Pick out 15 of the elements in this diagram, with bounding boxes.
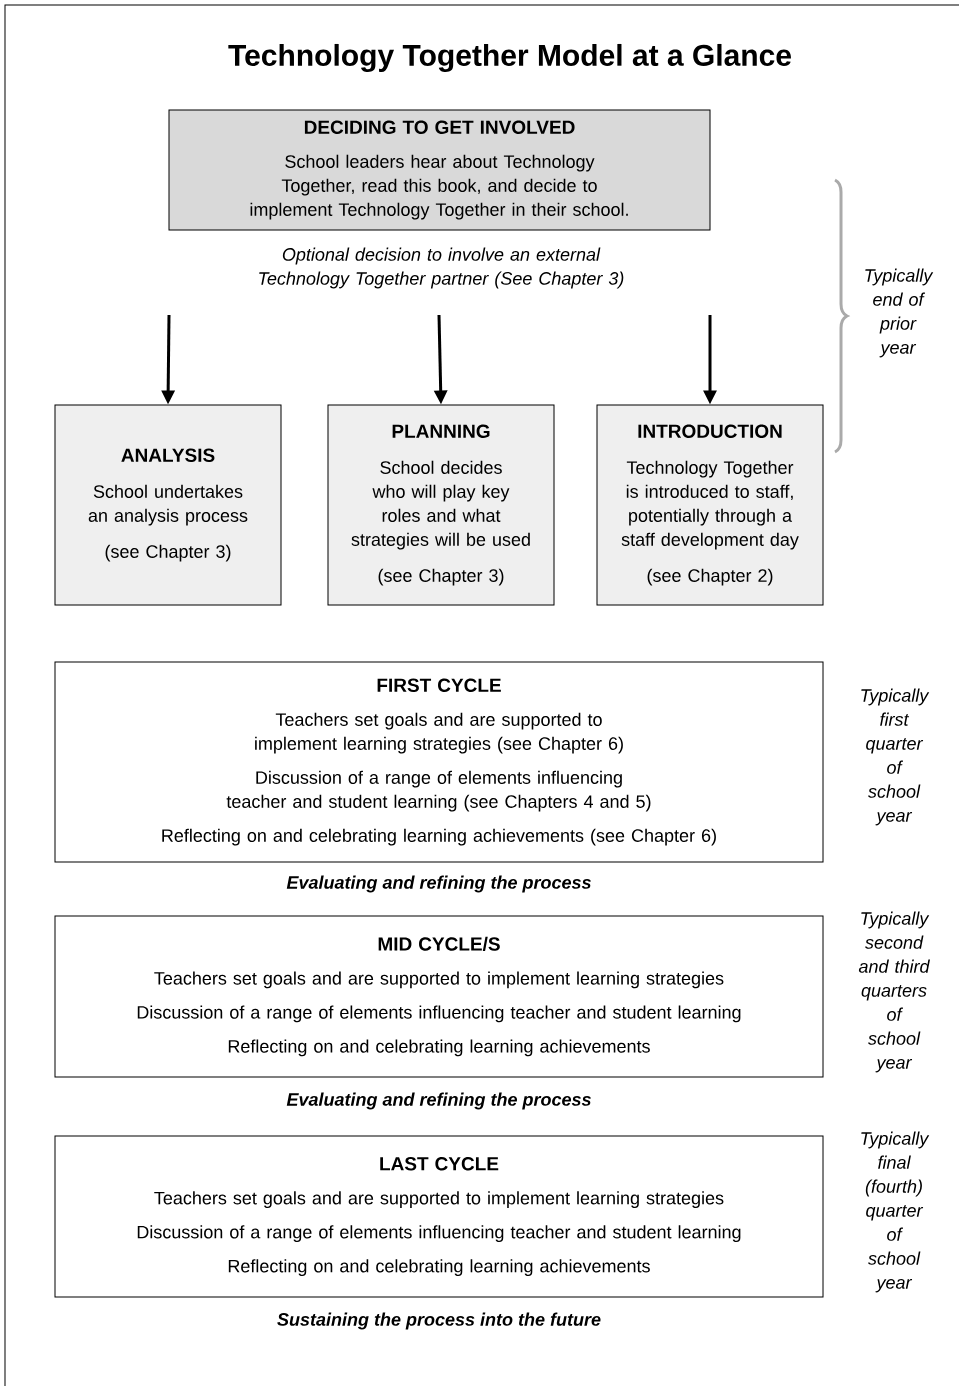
stage-note: Evaluating and refining the process [286,1092,591,1110]
process-box: INTRODUCTION Technology Together is introduced to staff, potentially through a staff development day (see Chapter 2) [596,404,824,606]
timing-note: Typically second and third quarters of school year [858,911,930,1073]
process-box: PLANNING School decides who will play key roles and what strategies will be used (see Chapter 3) [327,404,555,606]
process-box: LAST CYCLE Teachers set goals and are supported to implement learning strategies Discussion of a range of elements influencing teacher and student learning Reflecting on and celebrating learning achievements [54,1135,824,1298]
process-box: DECIDING TO GET INVOLVED School leaders hear about Technology Together, read this book, and decide to implement Technology Together in their school. [168,109,711,231]
process-box: MID CYCLE/S Teachers set goals and are supported to implement learning strategies Discussion of a range of elements influencing teacher and student learning Reflecting on and celebrating learning achievements [54,915,824,1078]
note: Optional decision to involve an external Technology Together partner (See Chapter 3) [259,247,624,289]
timing-note: Typically final (fourth) quarter of school year [861,1131,930,1293]
timing-note: Typically first quarter of school year [861,688,930,826]
process-box: ANALYSIS School undertakes an analysis process (see Chapter 3) [54,404,282,606]
stage-note: Evaluating and refining the process [286,875,591,893]
title: Technology Together Model at a Glance [228,43,791,73]
process-box: FIRST CYCLE Teachers set goals and are supported to implement learning strategies (see Chapter 6) Discussion of a range of elements influencing teacher and student learning (see Chapters 4 and 5) Reflecting on and celebrating learning achievements (see Chapter 6) [54,661,824,863]
timing-note: Typically end of prior year [865,268,934,358]
